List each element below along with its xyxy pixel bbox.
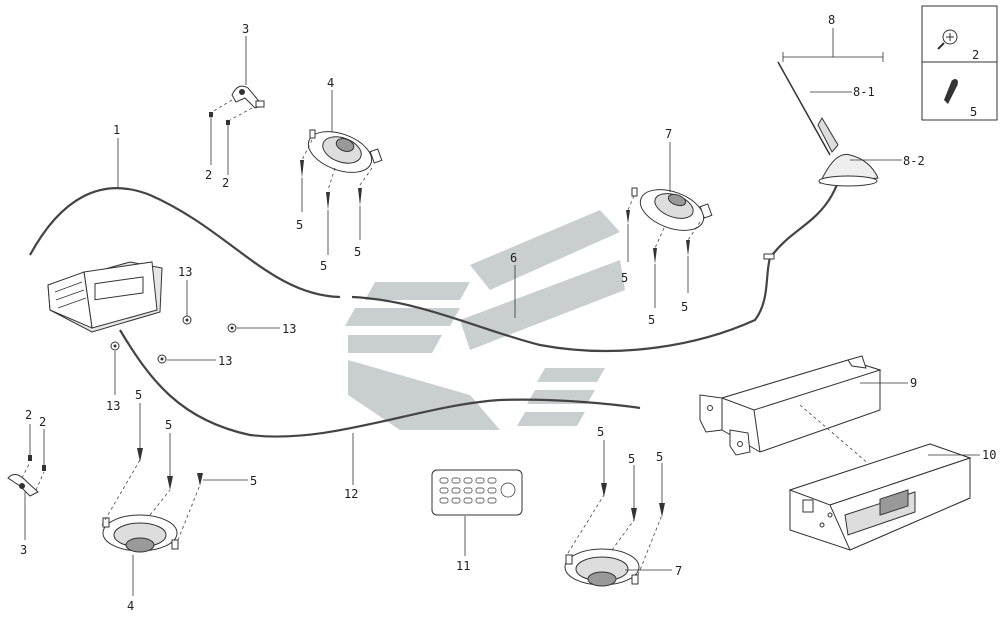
speaker-4-bottom [102, 514, 179, 553]
cable-6 [351, 174, 842, 353]
mount-bracket-top [231, 85, 265, 109]
label-5-i: 5 [250, 474, 257, 488]
cd-changer-10 [788, 443, 972, 551]
cable-12 [119, 329, 641, 438]
label-2-a: 2 [205, 168, 212, 182]
screw-2-icon [937, 29, 958, 50]
label-5-g: 5 [135, 388, 142, 402]
label-5-h: 5 [165, 418, 172, 432]
radio-head-unit [47, 261, 163, 333]
clip-13-d [110, 341, 120, 351]
label-13-b: 13 [282, 322, 296, 336]
label-3-bottom: 3 [20, 543, 27, 557]
label-4-top: 4 [327, 76, 334, 90]
label-2-c: 2 [25, 408, 32, 422]
antenna-assembly [777, 61, 879, 187]
label-11: 11 [456, 559, 470, 573]
label-6: 6 [510, 251, 517, 265]
cable-1 [29, 187, 341, 299]
label-9: 9 [910, 376, 917, 390]
label-12: 12 [344, 487, 358, 501]
label-5-b: 5 [320, 259, 327, 273]
mount-bracket-bottom [7, 474, 39, 497]
label-2-b: 2 [222, 176, 229, 190]
label-5-a: 5 [296, 218, 303, 232]
fastener-legend: 2 5 [921, 5, 998, 121]
label-1: 1 [113, 123, 120, 137]
label-8-1: 8-1 [853, 85, 875, 99]
label-5-l: 5 [656, 450, 663, 464]
label-13-a: 13 [178, 265, 192, 279]
legend-screw-5-label: 5 [970, 105, 977, 119]
label-5-f: 5 [681, 300, 688, 314]
label-3-top: 3 [242, 22, 249, 36]
speaker-7-bottom [564, 548, 640, 587]
label-5-d: 5 [621, 271, 628, 285]
clip-13-a [182, 315, 192, 325]
speaker-4-top [307, 129, 383, 173]
cable-clip [763, 253, 775, 260]
changer-bracket-9 [699, 355, 882, 456]
watermark-logo [345, 210, 625, 430]
screw-5-icon [944, 79, 958, 104]
label-13-c: 13 [218, 354, 232, 368]
label-4-bottom: 4 [127, 599, 134, 613]
label-7-top: 7 [665, 127, 672, 141]
label-5-e: 5 [648, 313, 655, 327]
clip-13-b [227, 323, 237, 333]
label-5-j: 5 [597, 425, 604, 439]
label-13-d: 13 [106, 399, 120, 413]
legend-screw-2-label: 2 [972, 48, 979, 62]
label-2-d: 2 [39, 415, 46, 429]
label-8: 8 [828, 13, 835, 27]
label-10: 10 [982, 448, 996, 462]
remote-control-11 [431, 469, 523, 516]
speaker-7-top [631, 187, 713, 231]
label-8-2: 8-2 [903, 154, 925, 168]
clip-13-c [157, 354, 167, 364]
label-5-c: 5 [354, 245, 361, 259]
label-7-bottom: 7 [675, 564, 682, 578]
label-5-k: 5 [628, 452, 635, 466]
